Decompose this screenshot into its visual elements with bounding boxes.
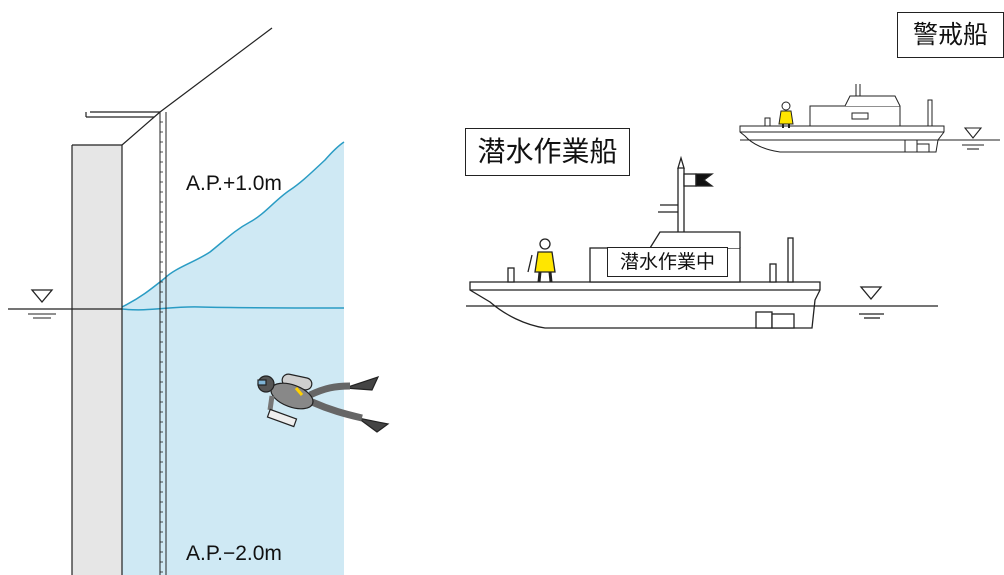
worker-icon [778,101,794,128]
level-upper-label: A.P.+1.0m [186,172,282,195]
diving-in-progress-sign: 潜水作業中 [607,247,728,277]
measuring-pole [159,112,167,575]
diver-icon [257,373,390,433]
level-lower-label: A.P.−2.0m [186,542,282,565]
flag-icon [683,173,714,187]
guard-boat [739,84,945,153]
guard-boat-label: 警戒船 [897,12,1004,58]
worker-icon [527,238,556,283]
water-level-symbol [8,289,122,319]
water-line-mean [121,306,345,311]
diving-boat-label: 潜水作業船 [465,128,630,176]
water-level-symbol [466,286,938,319]
quay-wall-section [8,27,390,575]
wall-face [72,145,122,575]
water-level-symbol [740,127,1000,150]
water-body [122,142,344,575]
diving-work-boat [469,155,821,329]
water-surface-slope [121,141,345,308]
